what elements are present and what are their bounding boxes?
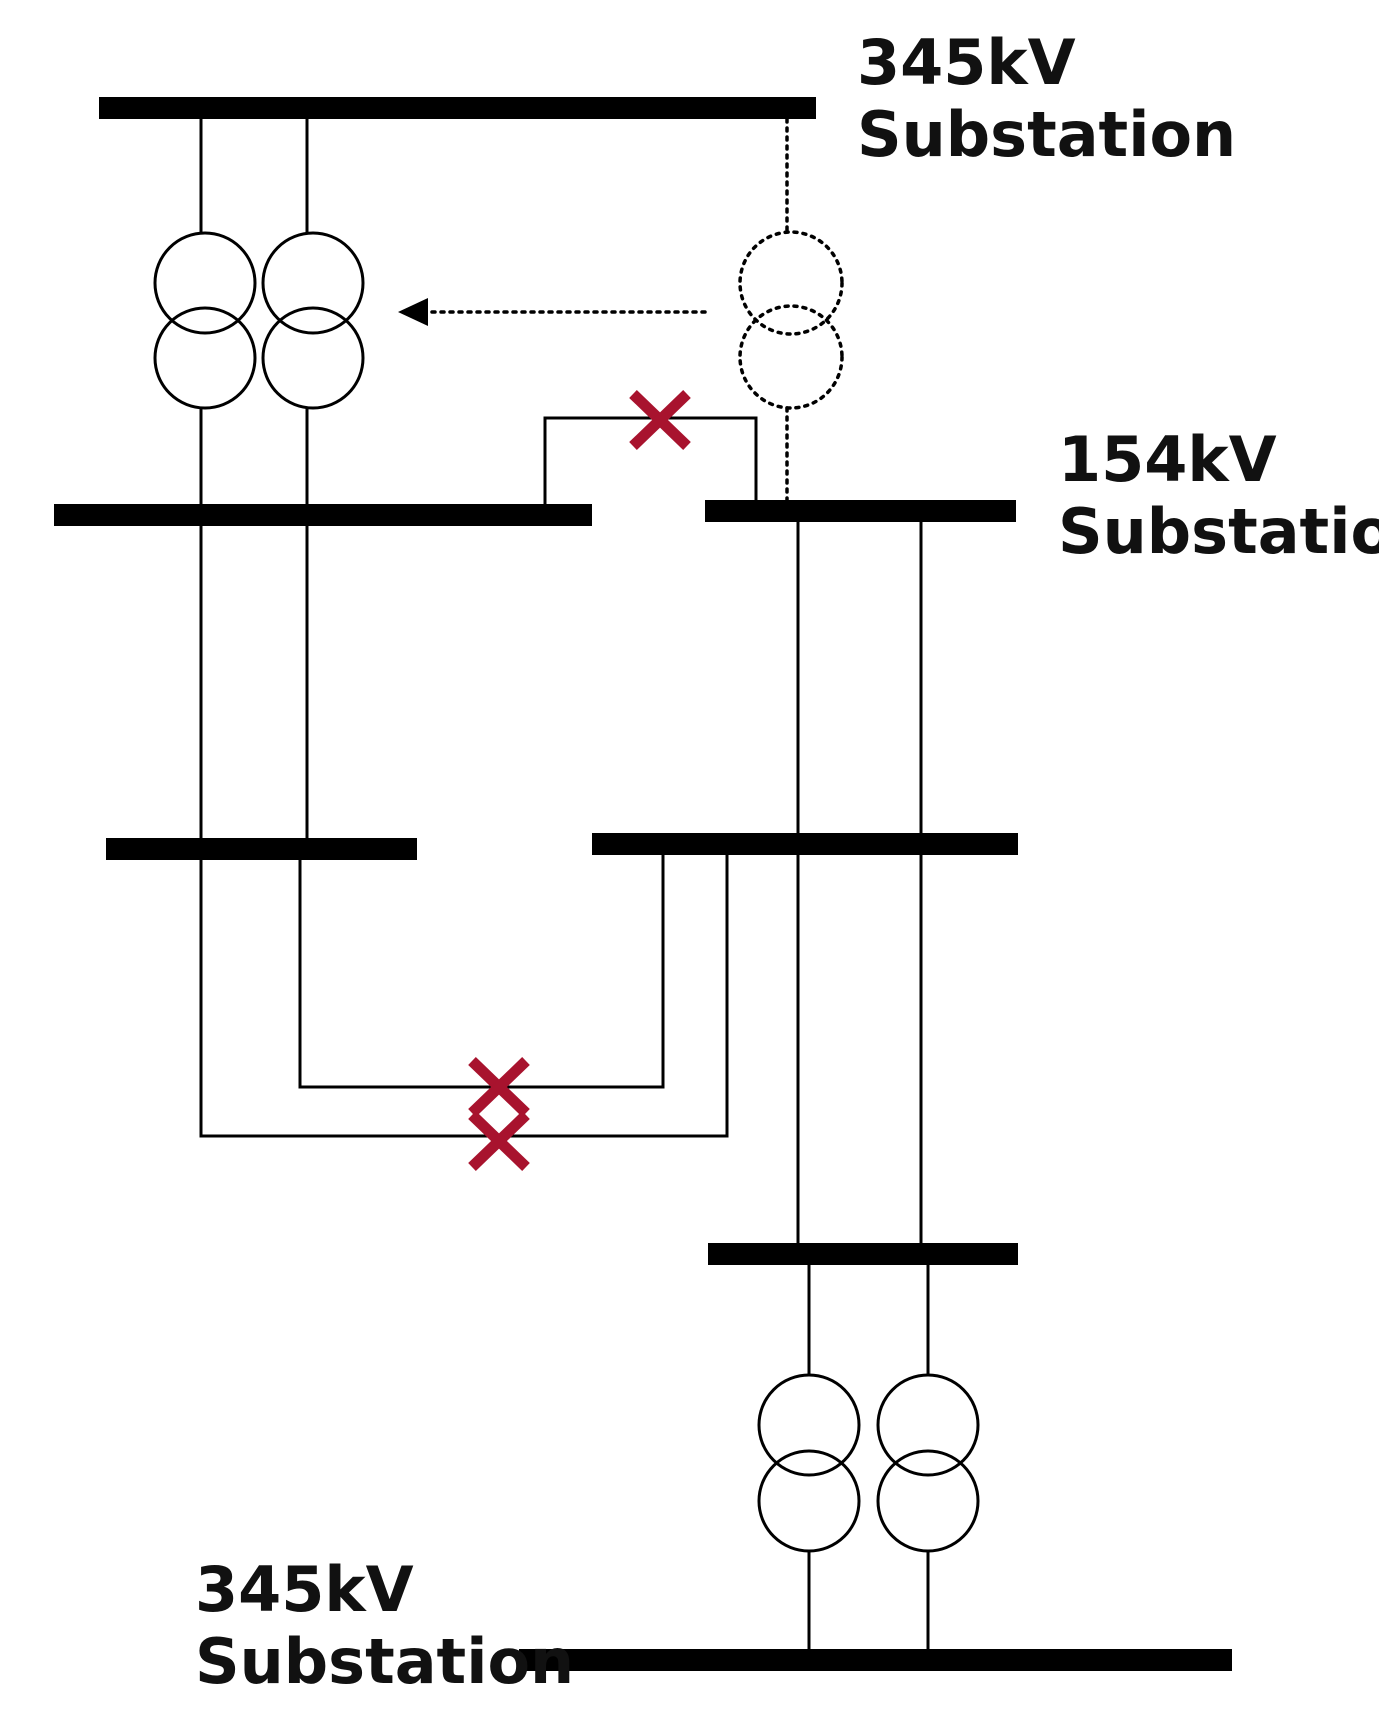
label-345kv-bottom-substation: 345kV Substation — [195, 1554, 574, 1698]
bus-lower-right — [708, 1243, 1018, 1265]
label-substation: Substation — [195, 1625, 575, 1698]
busbars — [54, 97, 1232, 1671]
label-substation: Substation — [857, 98, 1237, 171]
solid-lines — [199, 119, 930, 1649]
bus-345kv-top — [99, 97, 816, 119]
label-345kv-top-substation: 345kV Substation — [857, 27, 1236, 171]
dotted-transformer-icon — [738, 230, 844, 410]
transformer-icon — [153, 231, 257, 410]
label-voltage: 154kV — [1058, 423, 1277, 496]
bus-154kv-left — [54, 504, 592, 526]
open-breaker-icon — [468, 1057, 530, 1117]
bus-mid-right — [592, 833, 1018, 855]
transformers — [153, 231, 980, 1553]
dotted-arrow-icon — [398, 298, 428, 326]
open-breakers — [468, 390, 691, 1171]
bus-mid-left — [106, 838, 417, 860]
relocated-transformer — [426, 117, 844, 502]
label-voltage: 345kV — [195, 1553, 414, 1626]
loop-inner — [298, 855, 665, 1089]
bus-154kv-right — [705, 500, 1016, 522]
label-substation: Substation — [1058, 495, 1379, 568]
transformer-icon — [876, 1373, 980, 1553]
loop-outer — [199, 855, 729, 1138]
label-154kv-substation: 154kV Substation — [1058, 424, 1379, 568]
label-voltage: 345kV — [857, 26, 1076, 99]
transformer-icon — [757, 1373, 861, 1553]
transformer-icon — [261, 231, 365, 410]
bus-345kv-bottom — [519, 1649, 1232, 1671]
open-breaker-icon — [629, 390, 691, 450]
open-breaker-icon — [468, 1111, 530, 1171]
